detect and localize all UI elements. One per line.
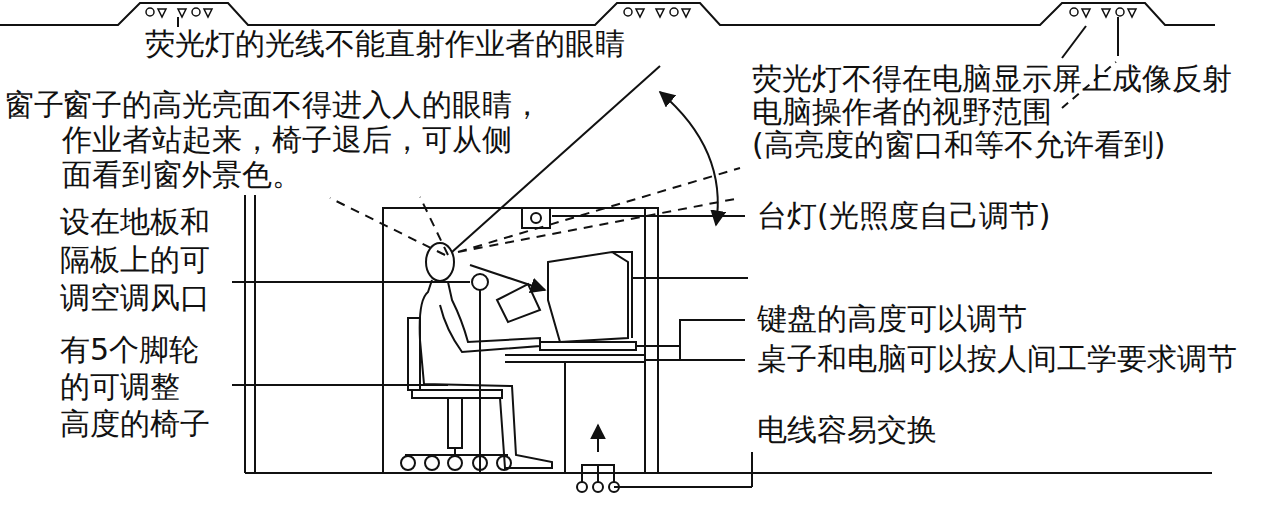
lamp-note: 荧光灯的光线不能直射作业者的眼睛 — [145, 28, 625, 60]
floor-outlet — [582, 465, 752, 487]
leader-line — [751, 452, 753, 487]
cable-label: 电线容易交换 — [757, 413, 937, 447]
monitor-reflection-note: 荧光灯不得在电脑显示屏上成像反射 电脑操作者的视野范围 (高亮度的窗口和等不允许… — [752, 62, 1241, 161]
person-head — [426, 243, 454, 281]
person-body — [420, 280, 552, 468]
chair-wheels — [401, 456, 511, 470]
air-arrow — [597, 425, 599, 452]
chair-label: 有5个脚轮 的可调整 高度的椅子 — [60, 331, 219, 442]
view-range-arc — [660, 92, 718, 225]
view-arrow — [470, 265, 545, 290]
monitor — [548, 252, 628, 342]
desk-lamp-label: 台灯(光照度自己调节) — [757, 199, 1050, 233]
partition-wall — [245, 195, 255, 473]
vent-duct — [479, 290, 481, 473]
leader-line — [632, 277, 748, 279]
fluorescent-lamps — [146, 8, 1136, 17]
sight-line — [330, 168, 740, 255]
desk — [505, 355, 645, 473]
leader-line — [232, 281, 470, 283]
window-note: 窗子的高光亮面不得进入人的眼睛， 作业者站起来，椅子退后，可从侧 面看到窗外景色… — [62, 87, 551, 192]
monitor-back — [612, 252, 632, 338]
floor — [245, 472, 1212, 474]
keyboard-label: 键盘的高度可以调节 — [757, 302, 1027, 336]
ceiling — [0, 3, 1215, 25]
cable-terminal — [609, 482, 619, 492]
leader-line — [636, 320, 745, 360]
leader-line — [1117, 17, 1119, 56]
cable-terminal — [577, 482, 587, 492]
air-vent — [472, 274, 488, 290]
leader-line — [232, 384, 448, 386]
air-vent-label: 设在地板和 隔板上的可 调空调风口 — [60, 203, 219, 317]
desk-lamp — [531, 213, 541, 223]
desk-lamp — [522, 208, 550, 228]
keyboard — [540, 342, 636, 350]
leader-line — [1062, 26, 1086, 58]
cubicle — [383, 208, 658, 473]
desk-label: 桌子和电脑可以按人间工学要求调节 — [757, 342, 1237, 376]
cable-terminal — [593, 482, 603, 492]
leader-line — [552, 215, 745, 217]
document-holder — [497, 284, 540, 322]
leader-line — [177, 17, 179, 27]
